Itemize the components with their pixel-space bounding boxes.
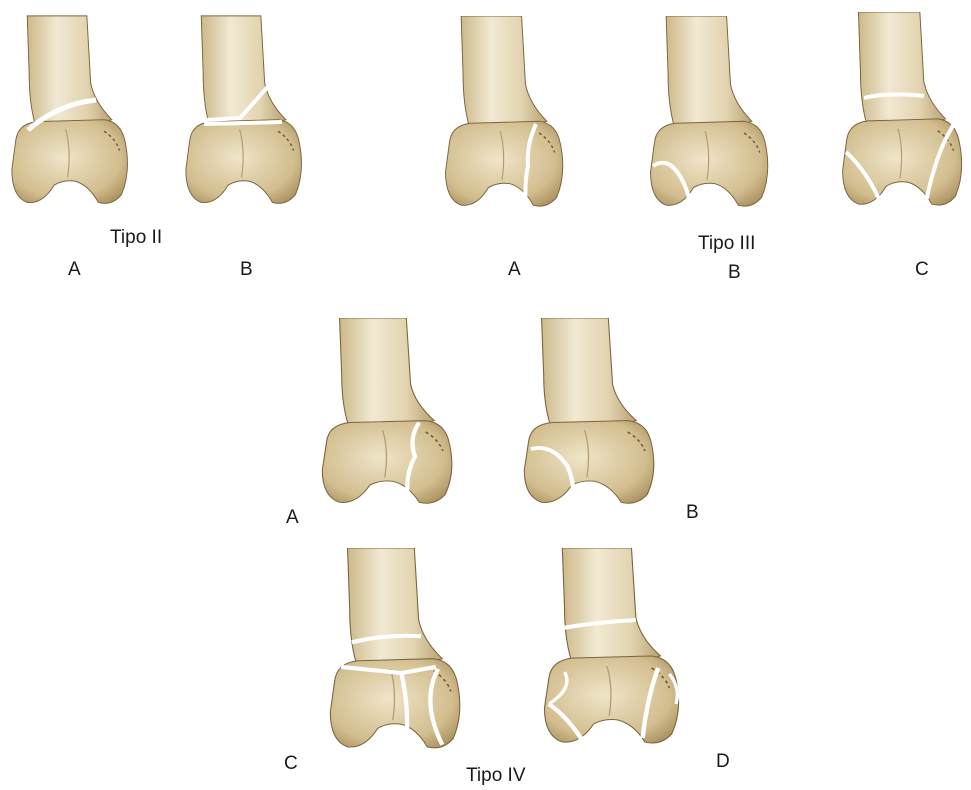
letter-tipo3-c: C bbox=[915, 260, 929, 279]
femur-tipo4-b bbox=[520, 318, 660, 508]
group-title-tipo4: Tipo IV bbox=[466, 766, 526, 785]
letter-tipo4-c: C bbox=[284, 754, 298, 773]
fracture-line bbox=[204, 122, 282, 124]
femur-tipo3-c bbox=[838, 12, 968, 210]
letter-tipo2-a: A bbox=[68, 260, 81, 279]
femur-tipo4-c bbox=[326, 548, 466, 753]
femur-tipo2-b bbox=[182, 12, 307, 212]
letter-tipo4-d: D bbox=[716, 752, 730, 771]
group-title-tipo3: Tipo III bbox=[698, 234, 755, 253]
letter-tipo3-b: B bbox=[728, 263, 741, 282]
group-title-tipo2: Tipo II bbox=[110, 228, 162, 247]
femur-tipo4-d bbox=[540, 548, 685, 748]
femur-tipo3-b bbox=[645, 16, 775, 211]
letter-tipo4-b: B bbox=[686, 503, 699, 522]
femur-tipo4-a bbox=[318, 318, 458, 508]
letter-tipo3-a: A bbox=[508, 260, 521, 279]
letter-tipo2-b: B bbox=[240, 260, 253, 279]
letter-tipo4-a: A bbox=[286, 508, 299, 527]
femur-tipo3-a bbox=[440, 16, 570, 211]
femur-tipo2-a bbox=[8, 12, 133, 212]
